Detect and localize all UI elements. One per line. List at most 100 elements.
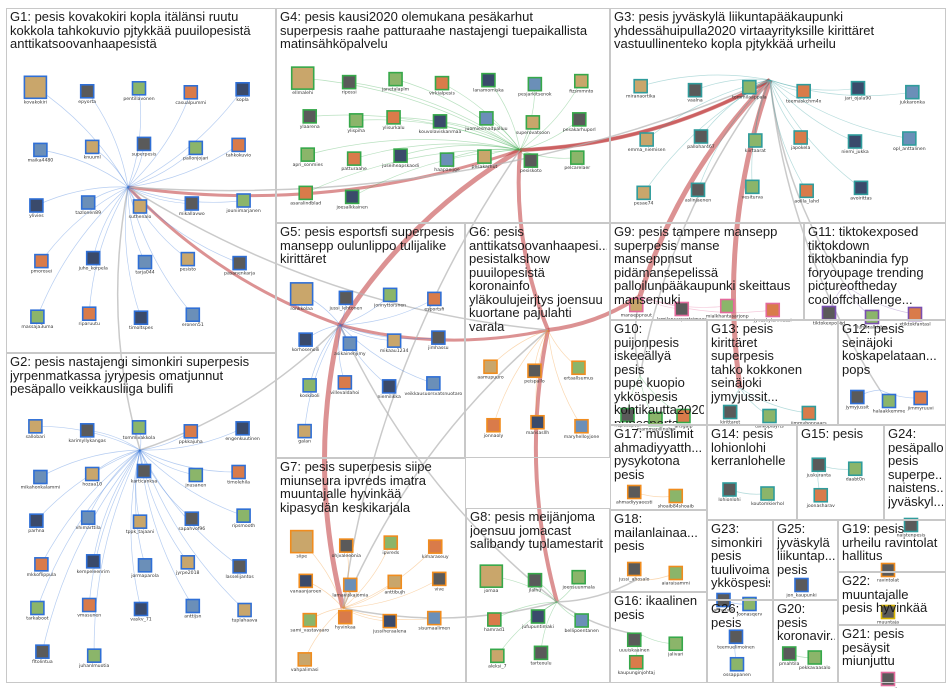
- node-asaralindblad[interactable]: asaralindblad: [290, 185, 321, 206]
- node-jomaa[interactable]: jomaa: [479, 564, 504, 594]
- node-ansgalp[interactable]: ansgalp: [674, 408, 693, 430]
- node-joesalkkainen[interactable]: joesalkkainen: [335, 189, 368, 210]
- node-mikallavwo[interactable]: mikallavwo: [179, 196, 205, 217]
- node-juskuranta[interactable]: juskuranta: [806, 457, 831, 478]
- node-vhimarttila[interactable]: vhimarttila: [76, 510, 101, 531]
- node-halaakkemme[interactable]: halaakkemme: [873, 393, 906, 415]
- node-engenkuutinen[interactable]: engenkuutinen: [225, 421, 260, 442]
- node-maika4480[interactable]: maika4480: [28, 142, 54, 163]
- node-jouniimarjanen[interactable]: jouniimarjanen: [225, 193, 261, 214]
- node-riparuutu[interactable]: riparuutu: [79, 306, 100, 327]
- node-ravintolat[interactable]: ravintolat: [877, 562, 899, 584]
- node-tarteoulu[interactable]: tarteoulu: [530, 645, 552, 666]
- node-tiktokexposed[interactable]: tiktokexposed: [813, 305, 845, 327]
- node-fizsmmnto[interactable]: fizsmmnto: [569, 73, 594, 95]
- node-hamrad1[interactable]: hamrad1: [484, 612, 505, 633]
- node-mialkhantasarjonp[interactable]: mialkhantasarjonp: [706, 298, 749, 320]
- node-ronkkolaa[interactable]: ronkkolaa: [289, 282, 314, 312]
- node-daabt0n[interactable]: daabt0n: [846, 461, 865, 482]
- node-hozaa10[interactable]: hozaa10: [82, 466, 102, 488]
- node-pesjarkitsenok[interactable]: pesjarkitsenok: [518, 76, 552, 98]
- node-mkkoflippula[interactable]: mkkoflippula: [27, 557, 57, 578]
- node-knuuml[interactable]: knuuml: [84, 139, 101, 160]
- node-hyvinkaa[interactable]: hyvinkaa: [335, 609, 356, 631]
- node-mikahonkalammi[interactable]: mikahonkalammi: [21, 469, 61, 491]
- node-muuntaja[interactable]: muuntaja: [877, 604, 899, 626]
- node-kaupunginjohtaj[interactable]: kaupunginjohtaj: [618, 654, 655, 676]
- node-apri_sonmies[interactable]: apri_sonmies: [293, 147, 324, 168]
- node-aamupuuro[interactable]: aamupuuro: [477, 359, 504, 380]
- node-ellmalehi[interactable]: ellmalehi: [290, 66, 315, 96]
- node-kempeleenrim[interactable]: kempeleenrim: [77, 554, 111, 575]
- node-tarja044[interactable]: tarja044: [135, 254, 155, 276]
- node-juho_korpela[interactable]: juho_korpela: [78, 250, 108, 272]
- node-virkialpesis[interactable]: virkialpesis: [429, 75, 455, 97]
- node-sapahvof96[interactable]: sapahvof96: [178, 511, 205, 532]
- node-vesiturva[interactable]: vesiturva: [742, 179, 764, 200]
- node-tommivakkola[interactable]: tommivakkola: [123, 420, 156, 441]
- node-pesisto[interactable]: pesisto: [180, 251, 197, 273]
- node-tppk_tajaani[interactable]: tppk_tajaani: [126, 514, 154, 535]
- node-fltolintua[interactable]: fltolintua: [32, 644, 53, 665]
- node-tommilaappala[interactable]: tommilaappala: [732, 79, 767, 101]
- node-ipvreds[interactable]: ipvreds: [382, 535, 400, 556]
- node-anttibujh[interactable]: anttibujh: [384, 574, 405, 595]
- node-shoaib84shoaib[interactable]: shoaib84shoaib: [658, 488, 694, 510]
- node-niemi_jukka[interactable]: niemi_jukka: [841, 134, 869, 155]
- node-kouvolaviskanmaa[interactable]: kouvolaviskanmaa: [419, 114, 462, 135]
- node-aiaraisammi[interactable]: aiaraisammi: [662, 565, 690, 587]
- node-mansasllh[interactable]: mansasllh: [526, 414, 549, 436]
- node-sallobari[interactable]: sallobari: [26, 419, 45, 440]
- node-janetalaplm[interactable]: janetalaplm: [381, 71, 410, 93]
- node-esportsfi[interactable]: esportsfi: [424, 291, 444, 312]
- node-peispallo[interactable]: peispallo: [524, 363, 545, 384]
- node-vanaanjaroen[interactable]: vanaanjaroen: [290, 573, 322, 594]
- node-patturaahe[interactable]: patturaahe: [341, 151, 367, 172]
- node-pallonjojari[interactable]: pallonjojari: [183, 140, 208, 161]
- node-lasselijantos[interactable]: lasselijantos: [225, 559, 254, 580]
- node-superpesis[interactable]: superpesis: [132, 136, 157, 157]
- node-niemilikka[interactable]: niemilikka: [377, 379, 401, 400]
- node-ylispiha[interactable]: ylispiha: [347, 113, 365, 134]
- node-ohjvaleeonia[interactable]: ohjvaleeonia: [332, 538, 361, 559]
- node-vaskv_71[interactable]: vaskv_71: [130, 601, 152, 623]
- node-teemaskchm4x[interactable]: teemaskchm4x: [786, 83, 822, 105]
- node-aoilla_lahd[interactable]: aoilla_lahd: [794, 183, 819, 204]
- node-pesakarhut[interactable]: pesakarhut: [472, 149, 498, 170]
- node-japokela[interactable]: japokela: [790, 130, 810, 151]
- node-miranaortika[interactable]: miranaortika: [626, 78, 656, 100]
- node-jussiheraalena[interactable]: jussiheraalena: [372, 613, 407, 635]
- node-tazlonen89[interactable]: tazlonen89: [75, 195, 101, 216]
- node-kovakokiri[interactable]: kovakokiri: [23, 75, 48, 105]
- node-juseiheapskaodi[interactable]: juseiheapskaodi: [381, 148, 419, 169]
- node-jymyjussit[interactable]: jymyjussit: [845, 389, 869, 411]
- node-lamaviskajomia[interactable]: lamaviskajomia: [332, 577, 368, 598]
- node-tuplahaava[interactable]: tuplahaava: [232, 602, 258, 624]
- node-villevaldahoi[interactable]: villevaldahoi: [330, 375, 359, 396]
- node-parhna[interactable]: parhna: [28, 513, 45, 534]
- node-jonnyttorsnen[interactable]: jonnyttorsnen: [373, 287, 406, 308]
- node-manseppnsut[interactable]: manseppnsut: [621, 297, 652, 319]
- node-jalivari[interactable]: jalivari: [667, 636, 683, 657]
- node-teemuelimoinen[interactable]: teemuelimoinen: [717, 629, 755, 650]
- node-koutomkierhol[interactable]: koutomkierhol: [751, 486, 784, 507]
- node-aleksi_7[interactable]: aleksi_7: [488, 648, 507, 669]
- node-mikaau1234[interactable]: mikaau1234: [380, 333, 409, 354]
- node-ylivies[interactable]: ylivies: [29, 198, 44, 219]
- node-pmahtila[interactable]: pmahtila: [779, 646, 800, 667]
- node-sami_vastavaaro[interactable]: sami_vastavaaro: [290, 612, 329, 634]
- node-jukkaronka[interactable]: jukkaronka: [899, 84, 925, 106]
- node-pesiskoto[interactable]: pesiskoto: [520, 153, 542, 174]
- node-avoirittas[interactable]: avoirittas: [850, 180, 872, 201]
- node-ossappanen[interactable]: ossappanen: [723, 656, 751, 678]
- node-bellipoentanen[interactable]: bellipoentanen: [565, 613, 599, 634]
- node-kopla[interactable]: kopla: [235, 82, 250, 103]
- node-uuuiskaainen[interactable]: uuuiskaainen: [619, 632, 650, 653]
- node-ripossi[interactable]: ripossi: [342, 74, 357, 96]
- node-timoltspes[interactable]: timoltspes: [129, 310, 154, 331]
- node-kimaraseuy[interactable]: kimaraseuy: [422, 539, 449, 560]
- node-vmasunen[interactable]: vmasunen: [77, 597, 101, 619]
- node-jimmyruuvi[interactable]: jimmyruuvi: [907, 390, 934, 412]
- node-ripsmooth[interactable]: ripsmooth: [232, 508, 255, 529]
- node-epyorta[interactable]: epyorta: [78, 84, 96, 105]
